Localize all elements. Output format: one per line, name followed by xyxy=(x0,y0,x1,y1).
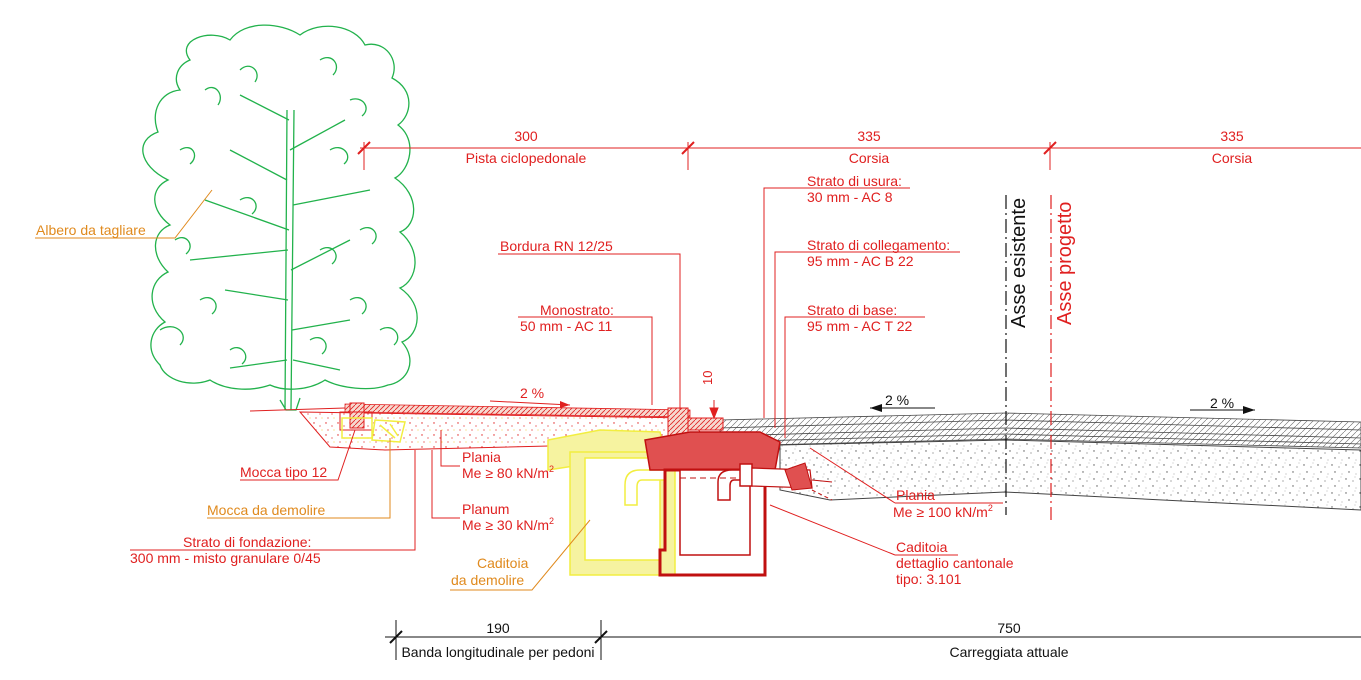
dim-corsia1-value: 335 xyxy=(857,128,881,144)
label-monostrato-1: Monostrato: xyxy=(540,302,614,318)
mocca-demolish-shapes xyxy=(341,417,406,443)
slope-path: 2 % xyxy=(520,385,544,401)
dim-10-text: 10 xyxy=(700,371,715,385)
label-usura-2: 30 mm - AC 8 xyxy=(807,189,893,205)
leader-lines xyxy=(35,187,1003,591)
dim-carreggiata-label: Carreggiata attuale xyxy=(949,644,1068,660)
dim-corsia2-label: Corsia xyxy=(1212,150,1253,166)
label-base-2: 95 mm - AC T 22 xyxy=(807,318,913,334)
label-monostrato-2: 50 mm - AC 11 xyxy=(520,318,613,334)
label-plania1-2: Me ≥ 80 kN/m2 xyxy=(462,464,554,481)
dim-banda-value: 190 xyxy=(486,620,510,636)
label-caditoia-2: dettaglio cantonale xyxy=(896,555,1014,571)
label-bordura: Bordura RN 12/25 xyxy=(500,238,613,254)
axis-existing-label: Asse esistente xyxy=(1008,198,1030,328)
slope-lane1: 2 % xyxy=(885,392,909,408)
dim-banda-label: Banda longitudinale per pedoni xyxy=(401,644,594,660)
dim-corsia2-value: 335 xyxy=(1220,128,1244,144)
label-mocca-demolire: Mocca da demolire xyxy=(207,502,325,518)
label-caditoia-3: tipo: 3.101 xyxy=(896,571,962,587)
label-plania2-1: Plania xyxy=(896,487,935,503)
label-albero: Albero da tagliare xyxy=(36,222,146,238)
tree-drawing xyxy=(142,24,418,411)
label-base-1: Strato di base: xyxy=(807,302,897,318)
slope-arrows xyxy=(489,400,1255,414)
label-plania1-1: Plania xyxy=(462,449,501,465)
slope-lane2: 2 % xyxy=(1210,395,1234,411)
existing-asphalt-layers xyxy=(719,412,1361,449)
label-fondazione-1: Strato di fondazione: xyxy=(183,534,311,550)
label-planum-2: Me ≥ 30 kN/m2 xyxy=(462,516,554,533)
axis-lines xyxy=(1005,195,1052,520)
plania2-value: Me ≥ 100 kN/m xyxy=(893,504,988,520)
planum-exponent: 2 xyxy=(549,516,554,526)
plania1-value: Me ≥ 80 kN/m xyxy=(462,465,549,481)
axis-project-label: Asse progetto xyxy=(1054,202,1076,325)
label-mocca12: Mocca tipo 12 xyxy=(240,464,327,480)
plania1-exponent: 2 xyxy=(549,464,554,474)
label-usura-1: Strato di usura: xyxy=(807,173,902,189)
existing-road-foundation xyxy=(779,439,1361,511)
label-caditoia-dem-1: Caditoia xyxy=(477,555,529,571)
dim-pista-value: 300 xyxy=(514,128,538,144)
label-plania2-2: Me ≥ 100 kN/m2 xyxy=(893,503,993,520)
top-dimension-line xyxy=(357,141,1361,170)
plania2-exponent: 2 xyxy=(988,503,993,513)
label-planum-1: Planum xyxy=(462,501,509,517)
label-collegamento-1: Strato di collegamento: xyxy=(807,237,950,253)
dim-pista-label: Pista ciclopedonale xyxy=(466,150,587,166)
planum-value: Me ≥ 30 kN/m xyxy=(462,517,549,533)
label-caditoia-dem-2: da demolire xyxy=(451,572,524,588)
label-fondazione-2: 300 mm - misto granulare 0/45 xyxy=(130,550,321,566)
path-monostrato-layer xyxy=(344,403,691,418)
label-collegamento-2: 95 mm - AC B 22 xyxy=(807,253,914,269)
bottom-dimension-line xyxy=(385,620,1361,660)
curb-right xyxy=(667,407,724,437)
dim-corsia1-label: Corsia xyxy=(849,150,890,166)
new-caditoia-shape xyxy=(644,431,833,577)
ground-line xyxy=(249,407,346,412)
dim-carreggiata-value: 750 xyxy=(997,620,1021,636)
label-caditoia-1: Caditoia xyxy=(896,539,948,555)
dim-10-marker xyxy=(709,400,719,420)
